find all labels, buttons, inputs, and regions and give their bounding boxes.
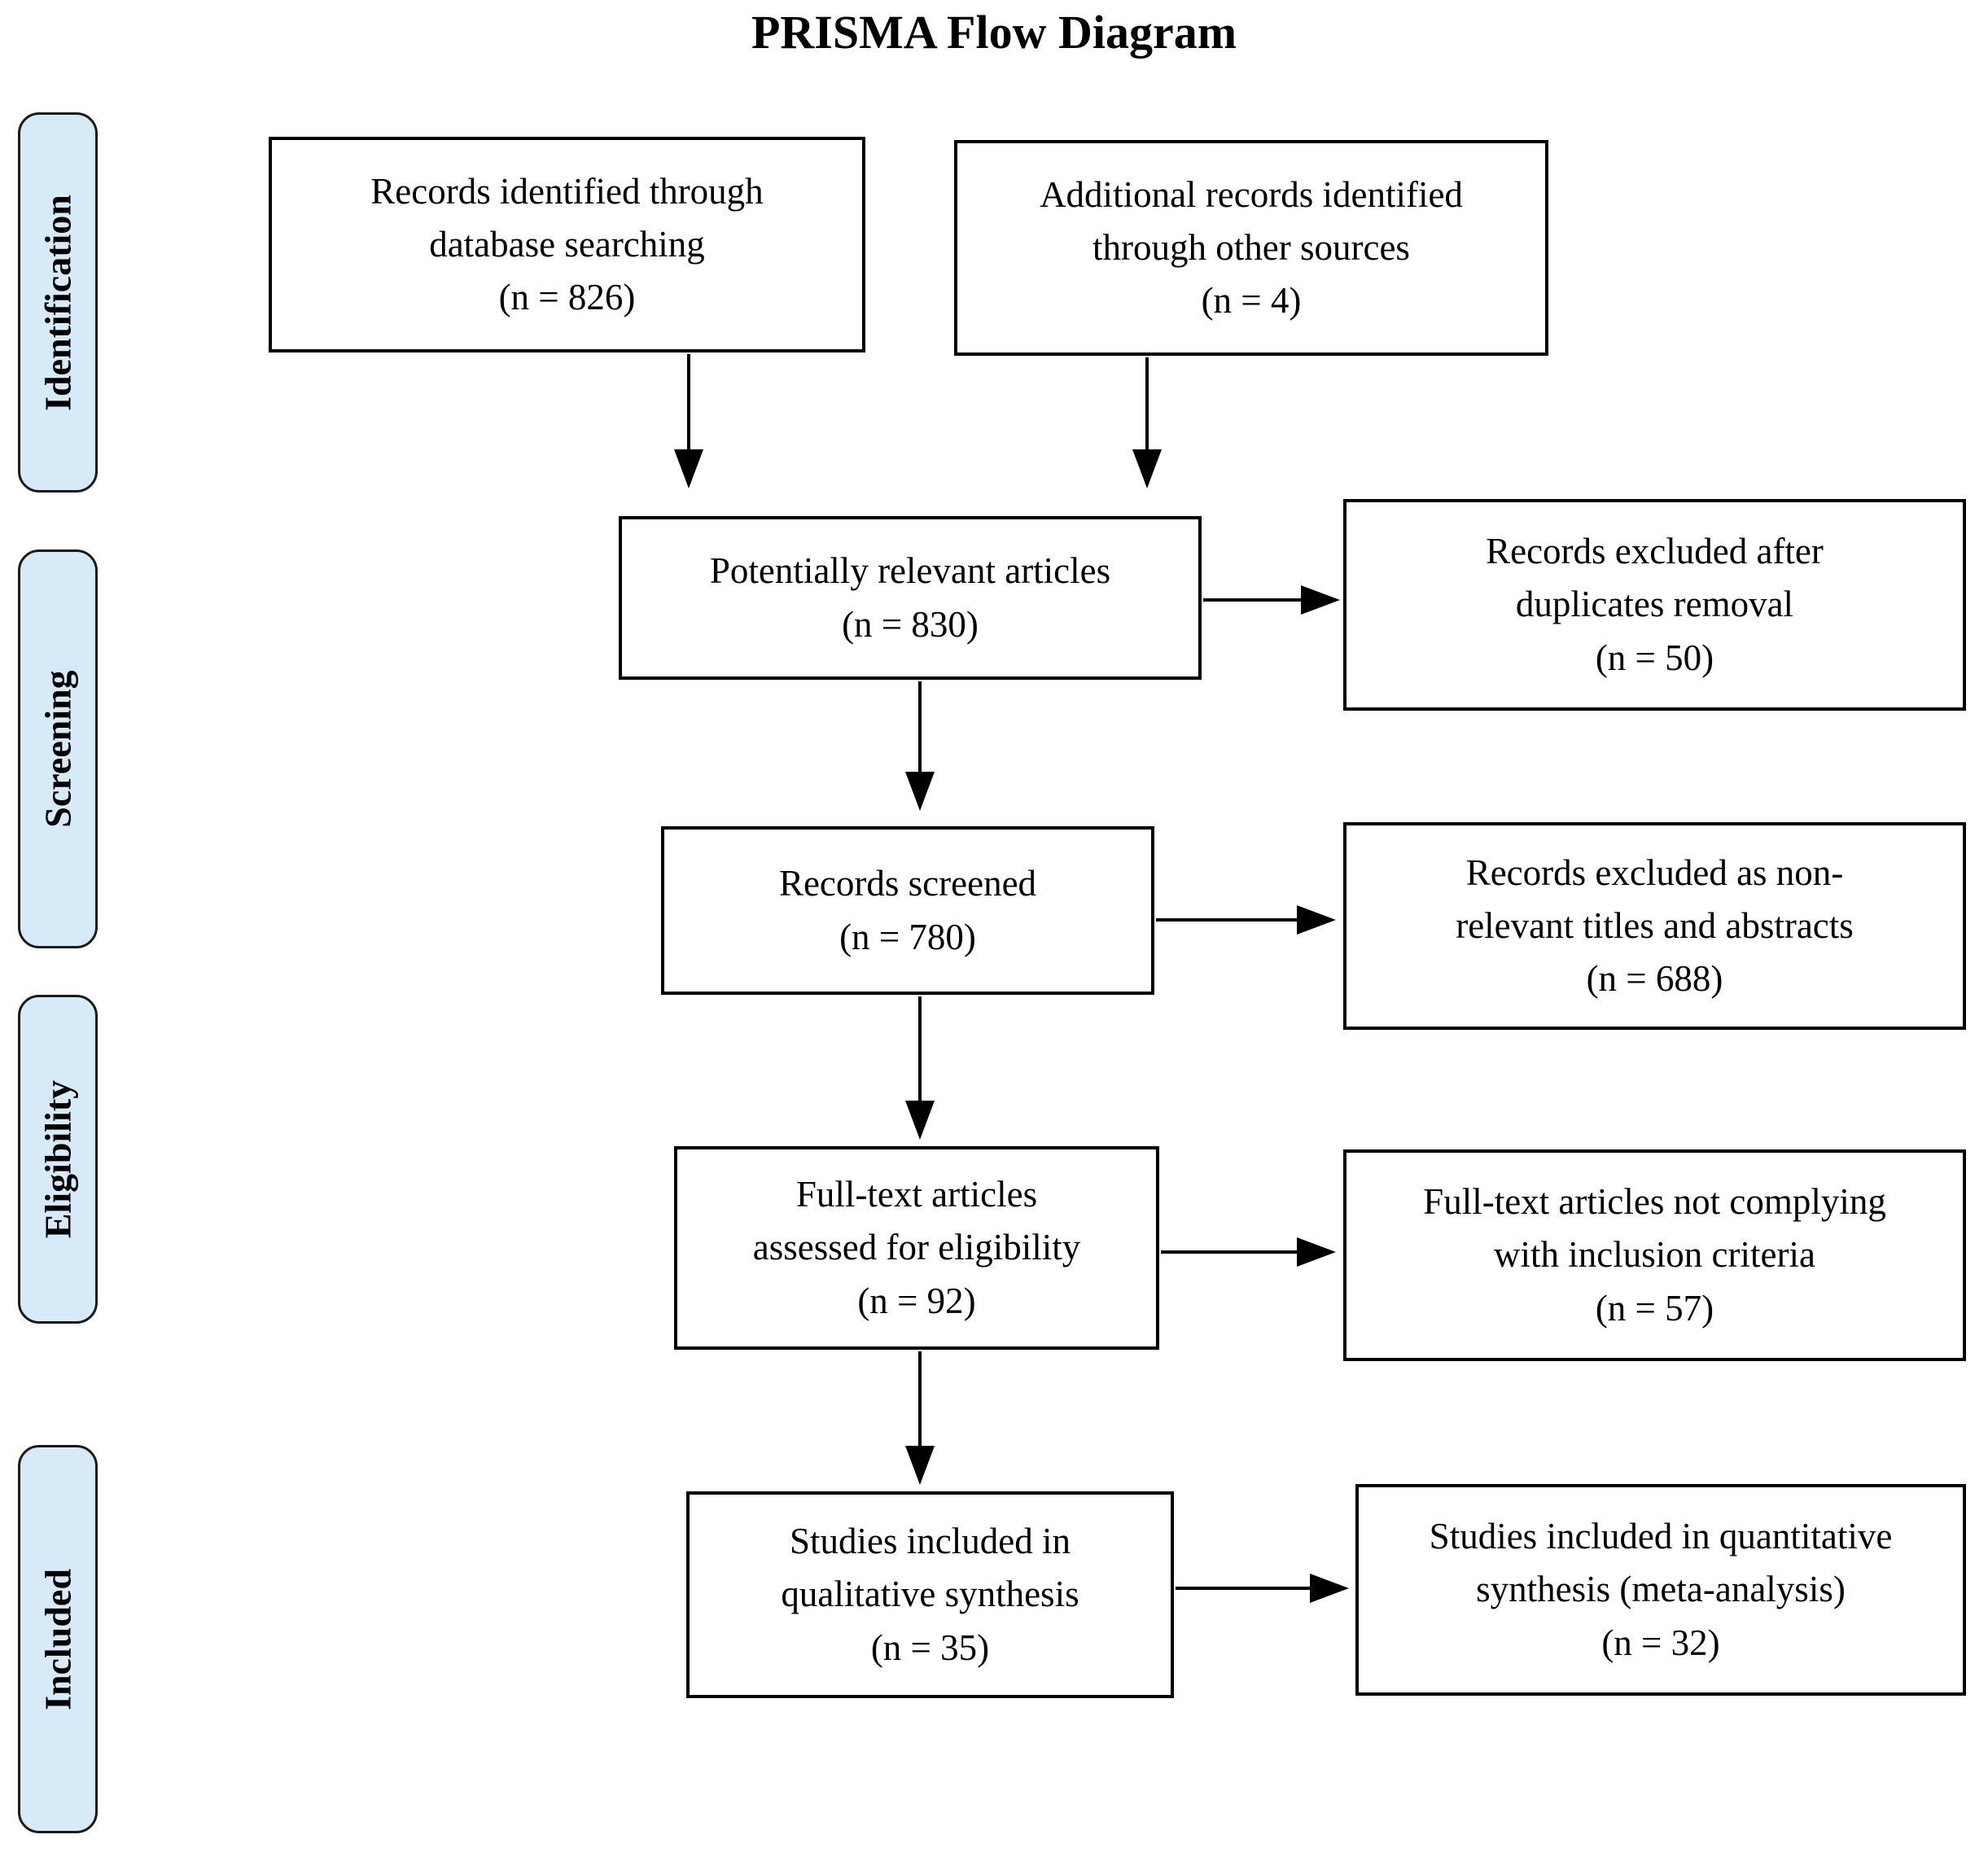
node-potentially-relevant-label: Potentially relevant articles	[709, 550, 1111, 592]
stage-eligibility: Eligibility	[18, 995, 98, 1324]
node-potentially-relevant: Potentially relevant articles (n = 830)	[619, 516, 1202, 680]
node-records-database: Records identified through database sear…	[269, 137, 865, 352]
node-records-other-sources-label: Additional records identified through ot…	[1040, 173, 1463, 268]
node-records-screened-label: Records screened	[778, 863, 1037, 904]
stage-label-eligibility: Eligibility	[37, 1079, 79, 1239]
arrow-pool-to-duplicates-excluded	[1203, 585, 1340, 615]
node-records-database-label: Records identified through database sear…	[370, 170, 764, 265]
arrow-pool-to-screened	[905, 681, 935, 811]
node-records-database-count: (n = 826)	[498, 277, 636, 318]
arrow-fulltext-to-qualitative	[905, 1351, 935, 1485]
node-quantitative-synthesis: Studies included in quantitative synthes…	[1355, 1484, 1966, 1696]
stage-label-included: Included	[37, 1568, 79, 1710]
stage-label-identification: Identification	[37, 194, 79, 411]
node-fulltext-assessed-count: (n = 92)	[857, 1280, 976, 1321]
arrow-database-to-pool	[674, 354, 703, 488]
node-quantitative-synthesis-count: (n = 32)	[1601, 1622, 1720, 1663]
node-excluded-nonrelevant-count: (n = 688)	[1586, 958, 1723, 1000]
node-fulltext-assessed-label: Full-text articles assessed for eligibil…	[752, 1174, 1081, 1268]
node-fulltext-excluded-label: Full-text articles not complying with in…	[1423, 1181, 1886, 1276]
stage-included: Included	[18, 1445, 98, 1833]
node-qualitative-synthesis: Studies included in qualitative synthesi…	[686, 1491, 1174, 1698]
arrow-screened-to-fulltext	[905, 996, 935, 1140]
node-excluded-duplicates-count: (n = 50)	[1595, 637, 1714, 678]
arrow-fulltext-to-notcomplying	[1161, 1237, 1336, 1267]
node-qualitative-synthesis-count: (n = 35)	[870, 1627, 990, 1668]
stage-identification: Identification	[18, 112, 98, 493]
stage-screening: Screening	[18, 549, 98, 948]
arrow-qualitative-to-quantitative	[1176, 1574, 1349, 1603]
page-title: PRISMA Flow Diagram	[751, 6, 1237, 59]
arrow-other-sources-to-pool	[1132, 357, 1162, 488]
node-excluded-duplicates: Records excluded after duplicates remova…	[1343, 499, 1966, 711]
node-fulltext-excluded-count: (n = 57)	[1595, 1287, 1714, 1329]
node-excluded-nonrelevant-label: Records excluded as non- relevant titles…	[1456, 852, 1854, 946]
node-records-other-sources: Additional records identified through ot…	[954, 140, 1548, 356]
node-excluded-nonrelevant: Records excluded as non- relevant titles…	[1343, 822, 1966, 1030]
node-excluded-duplicates-label: Records excluded after duplicates remova…	[1486, 531, 1824, 625]
node-fulltext-excluded: Full-text articles not complying with in…	[1343, 1149, 1966, 1361]
node-fulltext-assessed: Full-text articles assessed for eligibil…	[674, 1146, 1159, 1350]
node-qualitative-synthesis-label: Studies included in qualitative synthesi…	[781, 1521, 1079, 1615]
node-potentially-relevant-count: (n = 830)	[842, 603, 979, 645]
stage-label-screening: Screening	[37, 670, 79, 828]
node-records-screened: Records screened (n = 780)	[661, 826, 1154, 995]
node-records-other-sources-count: (n = 4)	[1201, 280, 1302, 322]
arrow-screened-to-nonrelevant-excluded	[1156, 905, 1336, 935]
node-quantitative-synthesis-label: Studies included in quantitative synthes…	[1429, 1516, 1893, 1610]
node-records-screened-count: (n = 780)	[839, 916, 976, 957]
